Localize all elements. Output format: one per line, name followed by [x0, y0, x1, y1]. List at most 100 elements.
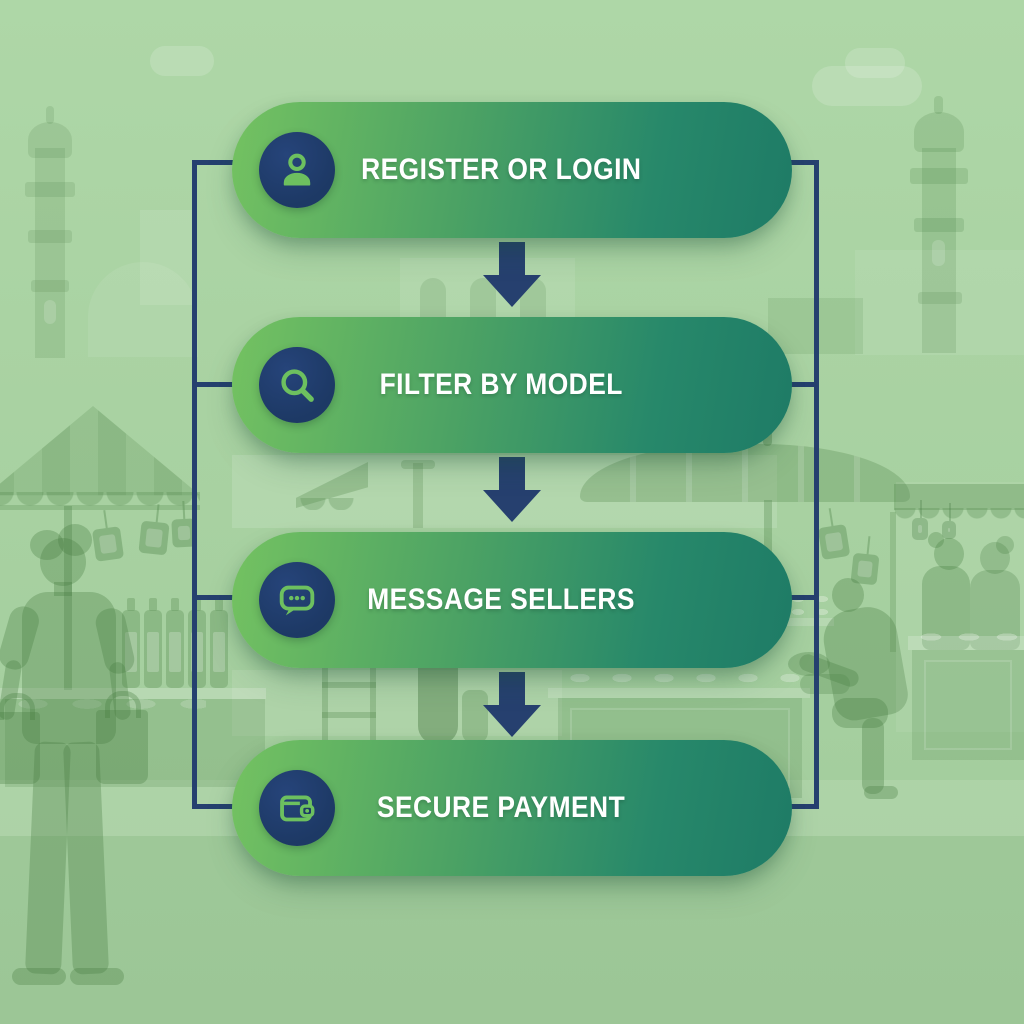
minaret-band [25, 182, 75, 197]
step-4-label-wrap: SECURE PAYMENT [232, 740, 792, 876]
step-2-filter-by-model[interactable]: FILTER BY MODEL [232, 317, 792, 453]
shopper-shoe [70, 968, 124, 985]
bottle [144, 598, 162, 688]
minaret-band [914, 218, 964, 232]
arrow-shaft [499, 672, 525, 705]
minaret-spire [46, 106, 54, 124]
minaret-dome [28, 122, 72, 158]
shopper-shoe [12, 968, 66, 985]
step-1-register-or-login[interactable]: REGISTER OR LOGIN [232, 102, 792, 238]
user-icon [283, 153, 311, 186]
left-connector-stub-4 [192, 804, 250, 809]
awning-corner-scallops [300, 498, 356, 510]
arch-window [420, 278, 446, 318]
step-2-label-wrap: FILTER BY MODEL [232, 317, 792, 453]
table-top [548, 688, 810, 698]
bowls-row [560, 668, 810, 688]
building-dome [88, 262, 198, 357]
person-body [970, 570, 1020, 650]
shopper-neck [54, 582, 72, 596]
step-3-label-wrap: MESSAGE SELLERS [232, 532, 792, 668]
step-4-secure-payment[interactable]: SECURE PAYMENT [232, 740, 792, 876]
arrow-head [483, 490, 541, 522]
awning-scallops [894, 508, 1024, 520]
hanging-tag [912, 500, 928, 540]
search-icon [281, 369, 314, 402]
step-3-label: MESSAGE SELLERS [367, 583, 635, 616]
left-connector-line [192, 160, 197, 809]
cloud [812, 66, 922, 106]
minaret-spire [934, 96, 943, 114]
cloud [150, 46, 214, 76]
minaret-band [28, 230, 72, 243]
step-3-icon-circle [259, 562, 335, 638]
minaret-shaft [35, 148, 65, 358]
person-head [934, 538, 964, 570]
step-2-label: FILTER BY MODEL [379, 368, 623, 401]
step-1-icon-circle [259, 132, 335, 208]
stall-awning [894, 484, 1024, 510]
person-body [922, 566, 970, 650]
cabinet [912, 650, 1024, 760]
shopper-hair [30, 530, 64, 560]
vendor-thigh [832, 698, 888, 728]
step-1-label: REGISTER OR LOGIN [360, 153, 642, 186]
shopper-silhouette [0, 520, 160, 1000]
building-slab [140, 210, 192, 305]
plates-row [912, 630, 1022, 644]
shopper-hair [58, 524, 92, 556]
hanging-tag [817, 524, 851, 560]
arrow-head [483, 705, 541, 737]
canopy-crossbar [0, 505, 200, 510]
vendor-foot [864, 786, 898, 799]
person-head [980, 542, 1010, 574]
person-head [996, 536, 1014, 554]
flow-arrow-1 [483, 242, 541, 307]
shopper-torso [22, 592, 116, 744]
step-3-message-sellers[interactable]: MESSAGE SELLERS [232, 532, 792, 668]
minaret-band [918, 292, 962, 304]
stall-canopy [0, 406, 200, 496]
shelf [758, 618, 834, 626]
arrow-shaft [499, 457, 525, 490]
bottle [166, 598, 184, 688]
canopy-scallops [0, 492, 200, 506]
building-slab [855, 250, 1024, 355]
canopy-pole [64, 506, 72, 690]
minaret-band [31, 280, 69, 292]
stall-pole [401, 460, 435, 528]
flow-arrow-3 [483, 672, 541, 737]
vendor-silhouette [770, 570, 950, 810]
vendor-shin [862, 718, 884, 794]
step-4-icon-circle [259, 770, 335, 846]
stall-backdrop [896, 482, 1024, 732]
arrow-shaft [499, 242, 525, 275]
shopper-head [40, 538, 86, 586]
bottle [188, 598, 206, 688]
counter-top [908, 636, 1024, 650]
minaret-shaft [922, 148, 956, 353]
chat-bubble-icon [279, 585, 315, 616]
step-4-label: SECURE PAYMENT [376, 791, 626, 824]
minaret-dome [914, 112, 964, 152]
arrow-head [483, 275, 541, 307]
wallet-icon [280, 795, 315, 822]
cooking-pot [788, 652, 830, 676]
left-connector-stub-3 [192, 595, 250, 600]
bottle [122, 598, 140, 688]
minaret-window [44, 300, 56, 324]
left-connector-stub-1 [192, 160, 250, 165]
step-1-label-wrap: REGISTER OR LOGIN [232, 102, 792, 238]
bottle [210, 598, 228, 688]
left-connector-stub-2 [192, 382, 250, 387]
right-connector-line [814, 160, 819, 809]
hanging-tag [942, 503, 956, 539]
step-2-icon-circle [259, 347, 335, 423]
cloud [845, 48, 905, 78]
shopping-bag [0, 693, 40, 784]
shopping-bag [96, 691, 148, 784]
ladder [322, 652, 376, 748]
stall-post [890, 512, 896, 652]
minaret-band [910, 168, 968, 184]
